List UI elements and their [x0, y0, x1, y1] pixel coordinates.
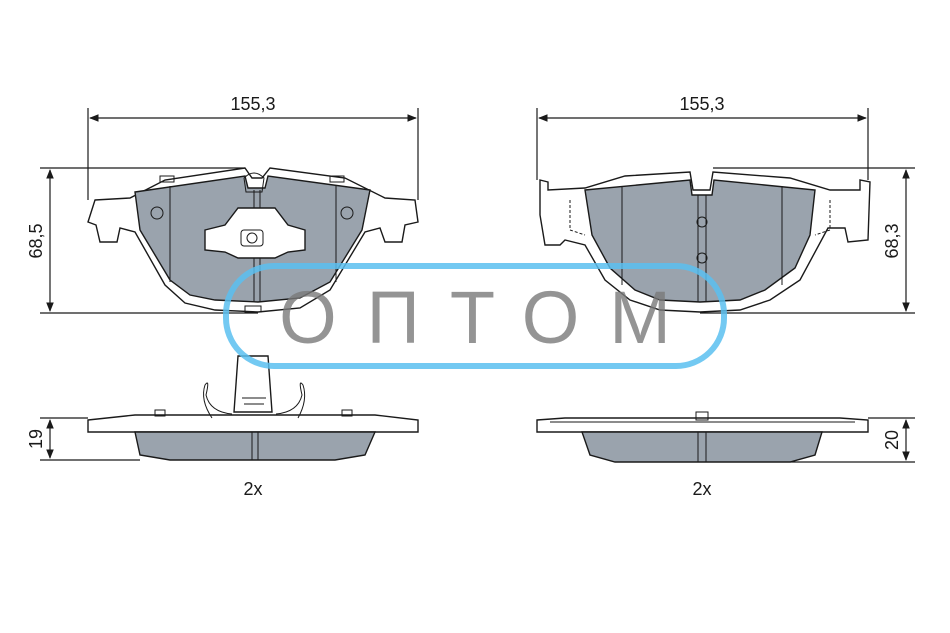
- right-pad-hole-2: [696, 252, 708, 264]
- left-thickness-value: 19: [26, 429, 46, 449]
- left-pad-front-view: [87, 167, 419, 313]
- right-side-tab: [695, 411, 709, 421]
- left-width-value: 155,3: [230, 94, 275, 114]
- watermark-text: ОПТОМ: [279, 276, 701, 359]
- left-top-lug-2: [329, 175, 345, 183]
- right-pad-front-view: [539, 171, 871, 313]
- right-width-dimension: 155,3: [536, 94, 869, 180]
- left-wear-clip: [204, 207, 306, 259]
- left-pad-hole-2: [340, 206, 354, 220]
- left-pad-hole-1: [150, 206, 164, 220]
- watermark-frame: [223, 263, 727, 369]
- left-bottom-lug: [244, 305, 262, 313]
- left-side-lug-1: [154, 409, 166, 417]
- right-side-friction: [581, 431, 823, 463]
- left-side-backing: [87, 414, 419, 433]
- left-top-lug-1: [159, 175, 175, 183]
- right-pad-hole-1: [696, 216, 708, 228]
- left-side-spring-wire-1: [203, 382, 233, 419]
- right-height-value: 68,3: [882, 223, 902, 258]
- right-width-value: 155,3: [679, 94, 724, 114]
- right-quantity: 2x: [692, 479, 711, 499]
- left-width-dimension: 155,3: [87, 94, 419, 200]
- right-thickness-dimension: 20: [790, 417, 915, 463]
- right-pad-side-view: [536, 411, 869, 463]
- left-side-spring-wire-2: [275, 382, 306, 419]
- left-height-value: 68,5: [26, 223, 46, 258]
- left-top-tab: [243, 172, 265, 193]
- left-side-friction: [134, 431, 377, 461]
- left-clip-rivet: [246, 232, 258, 244]
- watermark: ОПТОМ: [223, 263, 727, 369]
- left-thickness-dimension: 19: [26, 417, 140, 461]
- left-pad-side-view: [87, 355, 419, 461]
- left-clip-window: [240, 229, 264, 247]
- right-pad-shim-edge: [569, 200, 831, 236]
- right-height-dimension: 68,3: [700, 167, 915, 314]
- left-quantity: 2x: [243, 479, 262, 499]
- left-height-dimension: 68,5: [26, 167, 258, 314]
- left-side-lug-2: [341, 409, 353, 417]
- right-thickness-value: 20: [882, 430, 902, 450]
